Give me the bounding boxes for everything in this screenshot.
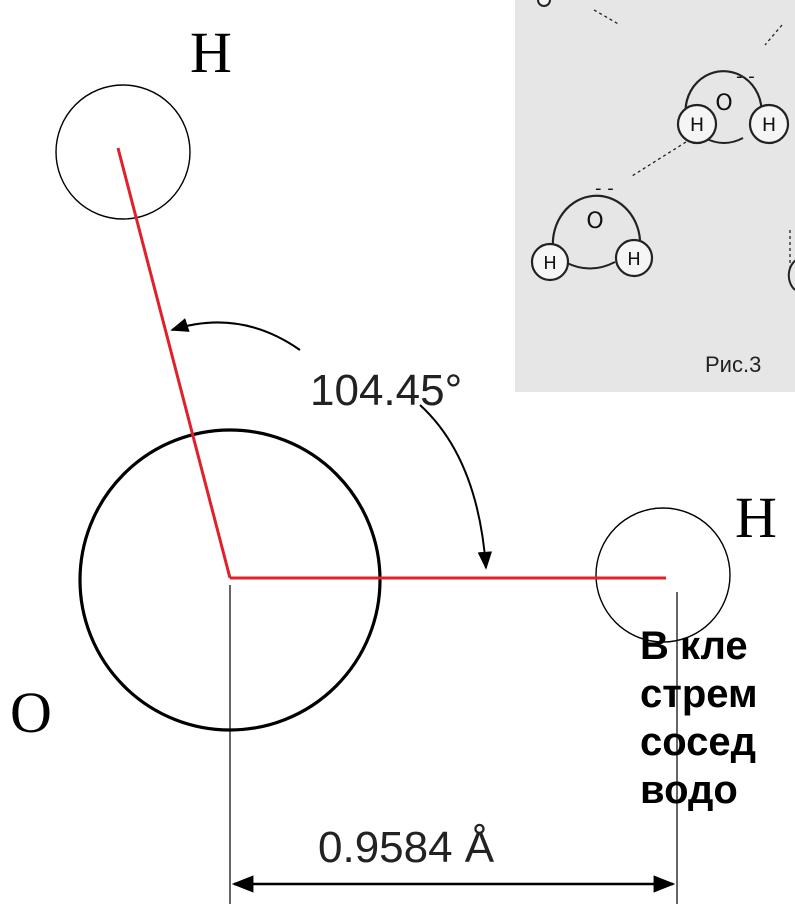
inset-upper-oxygen-label: O bbox=[715, 91, 732, 116]
caption-text: В кле стрем сосед водо bbox=[640, 622, 795, 814]
hydrogen-bond-lines bbox=[593, 9, 791, 270]
angle-arrow-upper bbox=[170, 318, 301, 351]
hydrogen-top-atom bbox=[55, 84, 191, 220]
bond-angle-label: 104.45° bbox=[310, 366, 462, 415]
inset-lower-hydrogen-left-label: H bbox=[543, 253, 557, 274]
hydrogen-right-label: H bbox=[735, 485, 777, 550]
caption-line: сосед bbox=[640, 720, 757, 764]
inset-lower-oxygen-label: O bbox=[586, 209, 603, 234]
bond-oh-top bbox=[116, 147, 232, 579]
inset-background bbox=[515, 0, 795, 392]
inset-molecule-upper: - - O H H bbox=[676, 66, 790, 145]
svg-text:- -: - - bbox=[595, 178, 614, 199]
svg-text:- -: - - bbox=[736, 66, 755, 87]
caption-line: В кле bbox=[640, 624, 748, 668]
inset-partial-hydrogen-atom bbox=[537, 0, 551, 7]
inset-figure-label: Рис.3 bbox=[705, 352, 761, 377]
caption-line: водо bbox=[640, 768, 738, 812]
angle-arrow-lower bbox=[419, 404, 493, 570]
inset-figure: - - O H H - - O H H Рис.3 bbox=[515, 0, 795, 392]
water-molecule bbox=[55, 84, 731, 904]
bond-length-label: 0.9584 Å bbox=[318, 823, 495, 872]
inset-upper-hydrogen-right-label: H bbox=[762, 114, 776, 136]
inset-molecule-lower: - - O H H bbox=[530, 178, 654, 282]
inset-lower-hydrogen-right-label: H bbox=[627, 249, 641, 270]
hydrogen-right-atom bbox=[595, 507, 731, 643]
inset-upper-hydrogen-left-label: H bbox=[690, 114, 704, 136]
oxygen-label: O bbox=[10, 680, 52, 745]
inset-partial-atom bbox=[787, 259, 795, 291]
caption-line: стрем bbox=[640, 672, 758, 716]
hydrogen-top-label: H bbox=[190, 20, 232, 85]
